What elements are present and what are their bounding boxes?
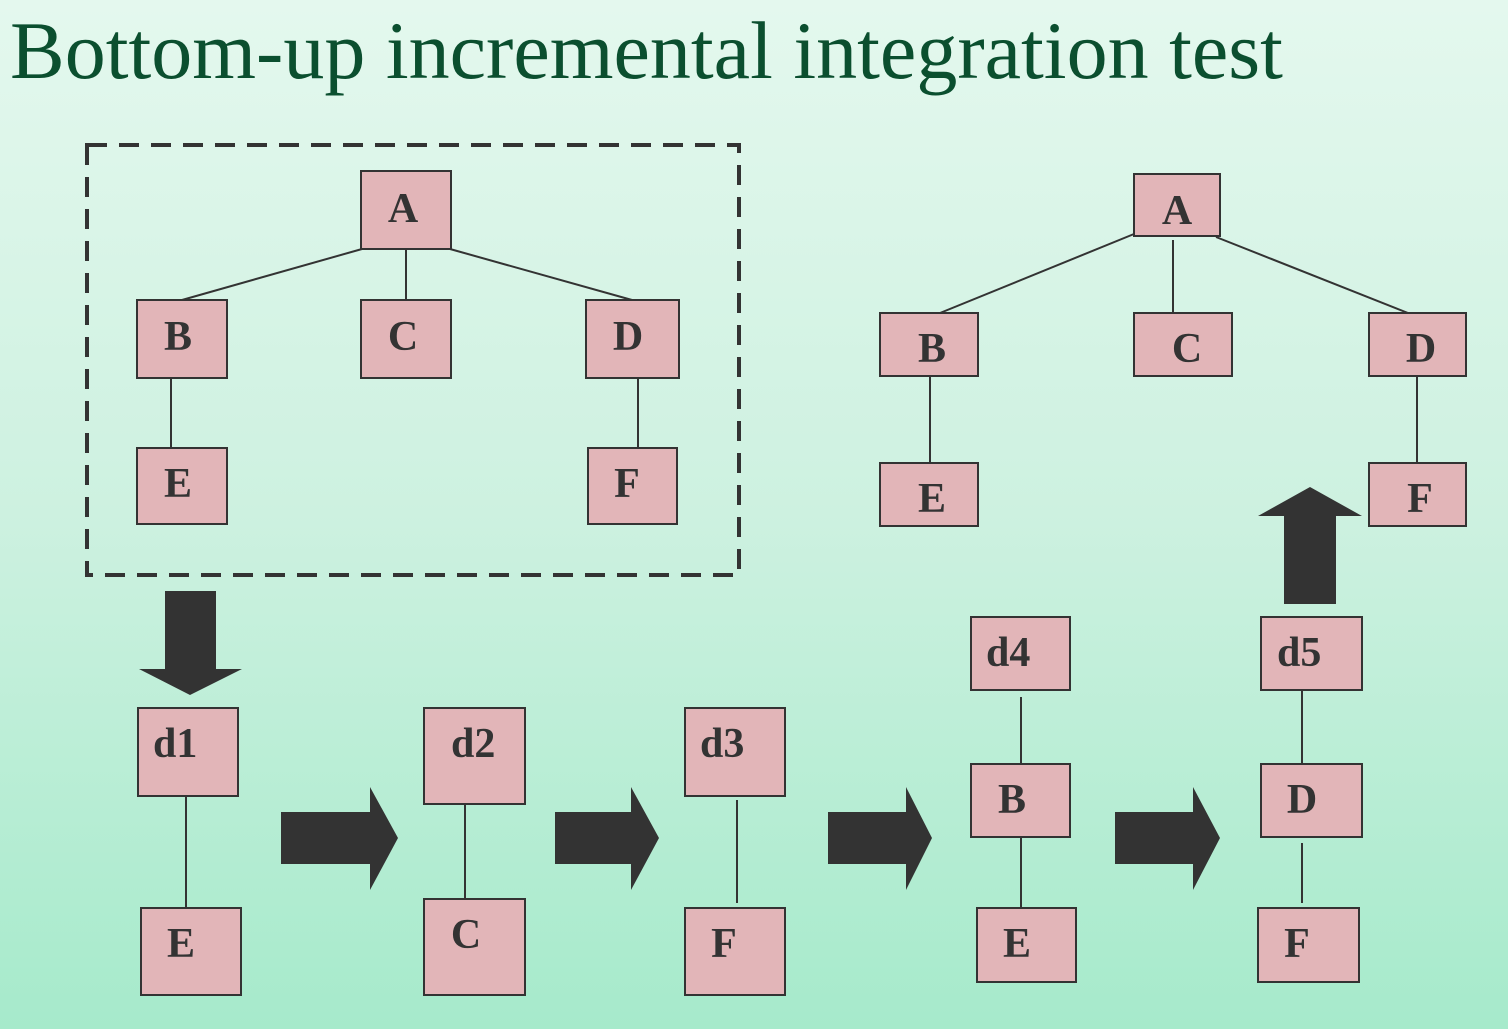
step2-module-c: C — [423, 898, 526, 996]
module-a-right: A — [1133, 173, 1221, 237]
dashed-group-frame — [85, 143, 741, 577]
module-b-right: B — [879, 312, 979, 377]
svg-text:B: B — [998, 777, 1026, 823]
module-f: F — [587, 447, 678, 525]
page-title: Bottom-up incremental integration test — [10, 5, 1283, 96]
module-d-right: D — [1368, 312, 1467, 377]
svg-text:d5: d5 — [1277, 630, 1321, 676]
svg-text:E: E — [167, 921, 195, 967]
svg-text:D: D — [613, 314, 643, 360]
step1-module-e: E — [140, 907, 242, 996]
svg-text:F: F — [1407, 476, 1433, 522]
svg-text:C: C — [388, 314, 418, 360]
svg-text:d1: d1 — [153, 721, 197, 767]
step4-module-e: E — [976, 907, 1077, 983]
svg-text:d2: d2 — [451, 721, 495, 767]
module-e: E — [136, 447, 228, 525]
svg-text:A: A — [388, 186, 419, 232]
edge-a-d-right — [1215, 236, 1409, 314]
edge-a-b-right — [939, 233, 1135, 314]
svg-text:B: B — [164, 314, 192, 360]
step3-module-f: F — [684, 907, 786, 996]
edge-a-d — [449, 248, 633, 301]
edge-a-b — [181, 248, 363, 301]
driver-d4: d4 — [970, 616, 1071, 691]
svg-text:d4: d4 — [986, 630, 1030, 676]
driver-d3: d3 — [684, 707, 786, 797]
right-arrow-4 — [1115, 787, 1220, 890]
module-c: C — [360, 299, 452, 379]
driver-d1: d1 — [137, 707, 239, 797]
step5-module-f: F — [1257, 907, 1360, 983]
down-arrow — [139, 591, 242, 695]
step4-module-b: B — [970, 763, 1071, 838]
module-b: B — [136, 299, 228, 379]
svg-text:A: A — [1162, 188, 1193, 234]
svg-text:E: E — [1003, 921, 1031, 967]
driver-d5: d5 — [1260, 616, 1363, 691]
svg-text:F: F — [614, 461, 640, 507]
module-e-right: E — [879, 462, 979, 527]
module-d: D — [585, 299, 680, 379]
module-c-right: C — [1133, 312, 1233, 377]
right-arrow-2 — [555, 787, 659, 890]
svg-text:B: B — [918, 326, 946, 372]
svg-text:D: D — [1287, 777, 1317, 823]
right-arrow-3 — [828, 787, 932, 890]
driver-d2: d2 — [423, 707, 526, 805]
svg-text:E: E — [918, 476, 946, 522]
svg-text:E: E — [164, 461, 192, 507]
module-f-right: F — [1368, 462, 1467, 527]
svg-text:F: F — [711, 921, 737, 967]
module-a: A — [360, 170, 452, 250]
svg-text:C: C — [451, 912, 481, 958]
up-arrow — [1258, 487, 1362, 604]
svg-text:C: C — [1172, 326, 1202, 372]
step5-module-d: D — [1260, 763, 1363, 838]
svg-text:d3: d3 — [700, 721, 744, 767]
svg-text:F: F — [1284, 921, 1310, 967]
right-arrow-1 — [281, 787, 398, 890]
svg-text:D: D — [1406, 326, 1436, 372]
